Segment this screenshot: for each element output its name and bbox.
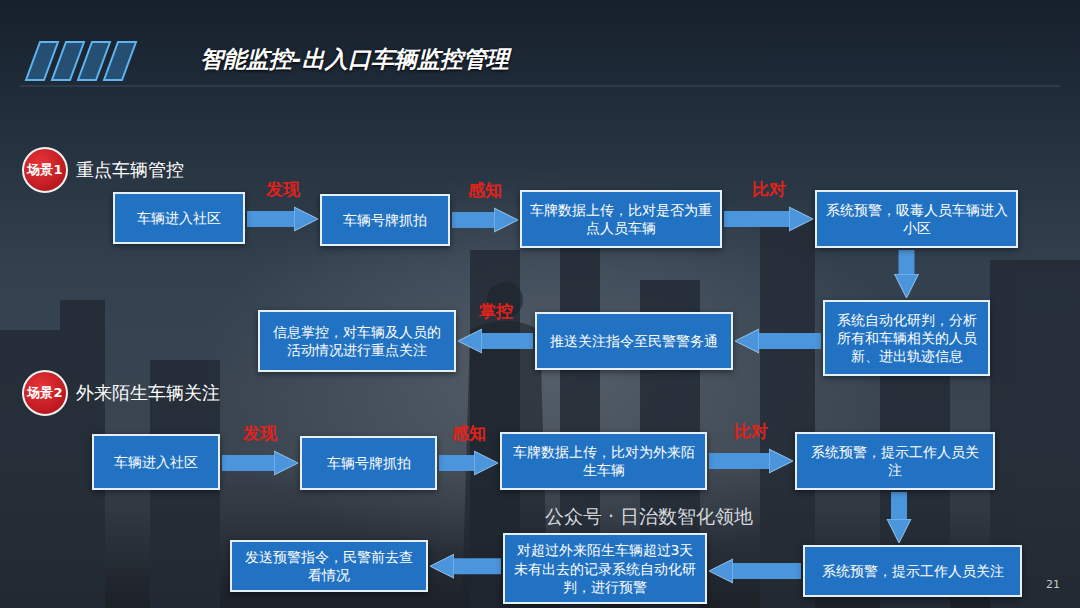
edge-label: 感知 <box>452 422 486 445</box>
process-box: 系统自动化研判，分析所有和车辆相关的人员新、进出轨迹信息 <box>823 300 990 376</box>
flow-arrow <box>899 250 915 274</box>
title-decoration <box>26 42 136 80</box>
city-skyline <box>0 200 1080 608</box>
title-rule <box>20 86 1060 87</box>
flow-arrow <box>733 563 801 579</box>
process-box: 车牌数据上传，比对是否为重点人员车辆 <box>520 190 722 248</box>
scene-title: 重点车辆管控 <box>76 158 184 182</box>
box-text: 对超过外来陌生车辆超过3天未有出去的记录系统自动化研判，进行预警 <box>513 541 697 596</box>
edge-label: 掌控 <box>479 300 513 323</box>
process-box: 发送预警指令，民警前去查看情况 <box>230 540 428 592</box>
flow-arrow <box>724 211 789 227</box>
box-text: 发送预警指令，民警前去查看情况 <box>240 548 418 584</box>
edge-label: 发现 <box>266 178 300 201</box>
box-text: 系统预警，吸毒人员车辆进入小区 <box>825 201 1008 237</box>
flow-arrow <box>482 333 533 349</box>
flow-arrow <box>759 333 821 349</box>
process-box: 信息掌控，对车辆及人员的活动情况进行重点关注 <box>258 310 456 372</box>
scene-heading: 场景2 外来陌生车辆关注 <box>22 370 220 416</box>
process-box: 车辆号牌抓拍 <box>320 194 450 246</box>
box-text: 系统预警，提示工作人员关注 <box>805 443 985 479</box>
process-box: 车辆进入社区 <box>113 192 245 244</box>
edge-label: 感知 <box>468 179 502 202</box>
box-text: 系统自动化研判，分析所有和车辆相关的人员新、进出轨迹信息 <box>833 311 980 366</box>
slide-title: 智能监控-出入口车辆监控管理 <box>200 44 509 75</box>
process-box: 车牌数据上传，比对为外来陌生车辆 <box>500 432 707 490</box>
process-box: 对超过外来陌生车辆超过3天未有出去的记录系统自动化研判，进行预警 <box>503 533 707 604</box>
edge-label: 发现 <box>243 422 277 445</box>
process-box: 推送关注指令至民警警务通 <box>535 312 733 370</box>
page-number: 21 <box>1046 578 1060 591</box>
flow-arrow <box>891 492 907 519</box>
process-box: 系统预警，吸毒人员车辆进入小区 <box>815 190 1018 248</box>
watermark: 公众号 · 日治数智化领地 <box>545 504 753 530</box>
box-text: 系统预警，提示工作人员关注 <box>822 562 1004 580</box>
process-box: 系统预警，提示工作人员关注 <box>803 545 1022 597</box>
scene-title: 外来陌生车辆关注 <box>76 381 220 405</box>
scene-heading: 场景1 重点车辆管控 <box>22 147 184 193</box>
flow-arrow <box>454 558 501 574</box>
box-text: 信息掌控，对车辆及人员的活动情况进行重点关注 <box>268 323 446 359</box>
box-text: 车辆号牌抓拍 <box>327 454 411 472</box>
edge-label: 比对 <box>734 420 768 443</box>
edge-label: 比对 <box>752 178 786 201</box>
process-box: 车辆号牌抓拍 <box>300 436 437 490</box>
box-text: 推送关注指令至民警警务通 <box>550 332 718 350</box>
process-box: 车辆进入社区 <box>92 434 220 490</box>
scene-badge: 场景1 <box>22 147 68 193</box>
flow-arrow <box>452 212 494 228</box>
box-text: 车牌数据上传，比对为外来陌生车辆 <box>510 443 697 479</box>
process-box: 系统预警，提示工作人员关注 <box>795 432 995 490</box>
flow-arrow <box>222 455 274 471</box>
flow-arrow <box>439 455 474 471</box>
box-text: 车辆号牌抓拍 <box>343 211 427 229</box>
box-text: 车牌数据上传，比对是否为重点人员车辆 <box>530 201 712 237</box>
box-text: 车辆进入社区 <box>137 209 221 227</box>
flow-arrow <box>247 211 294 227</box>
box-text: 车辆进入社区 <box>114 453 198 471</box>
scene-badge: 场景2 <box>22 370 68 416</box>
flow-arrow <box>709 453 769 469</box>
